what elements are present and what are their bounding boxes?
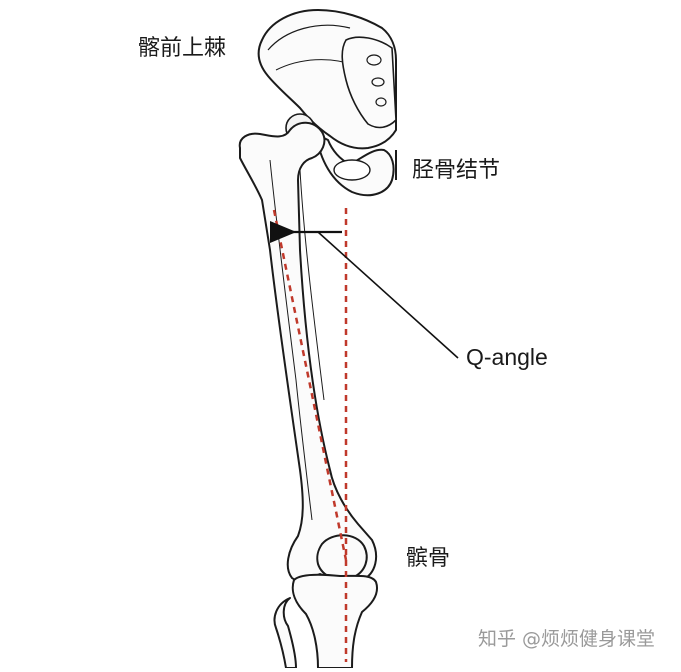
- asis-label: 髂前上棘: [138, 36, 227, 61]
- tibia-fibula: [273, 573, 378, 669]
- patella-label: 髌骨: [406, 546, 451, 571]
- q-angle-leader-line: [317, 231, 459, 359]
- femur-axis-line: [272, 209, 348, 561]
- tibial-tuberosity-label: 胫骨结节: [412, 158, 501, 183]
- patella: [316, 534, 368, 582]
- watermark: 知乎 @烦烦健身课堂: [478, 628, 656, 650]
- pelvis: [257, 9, 397, 197]
- q-angle-label: Q-angle: [466, 344, 548, 370]
